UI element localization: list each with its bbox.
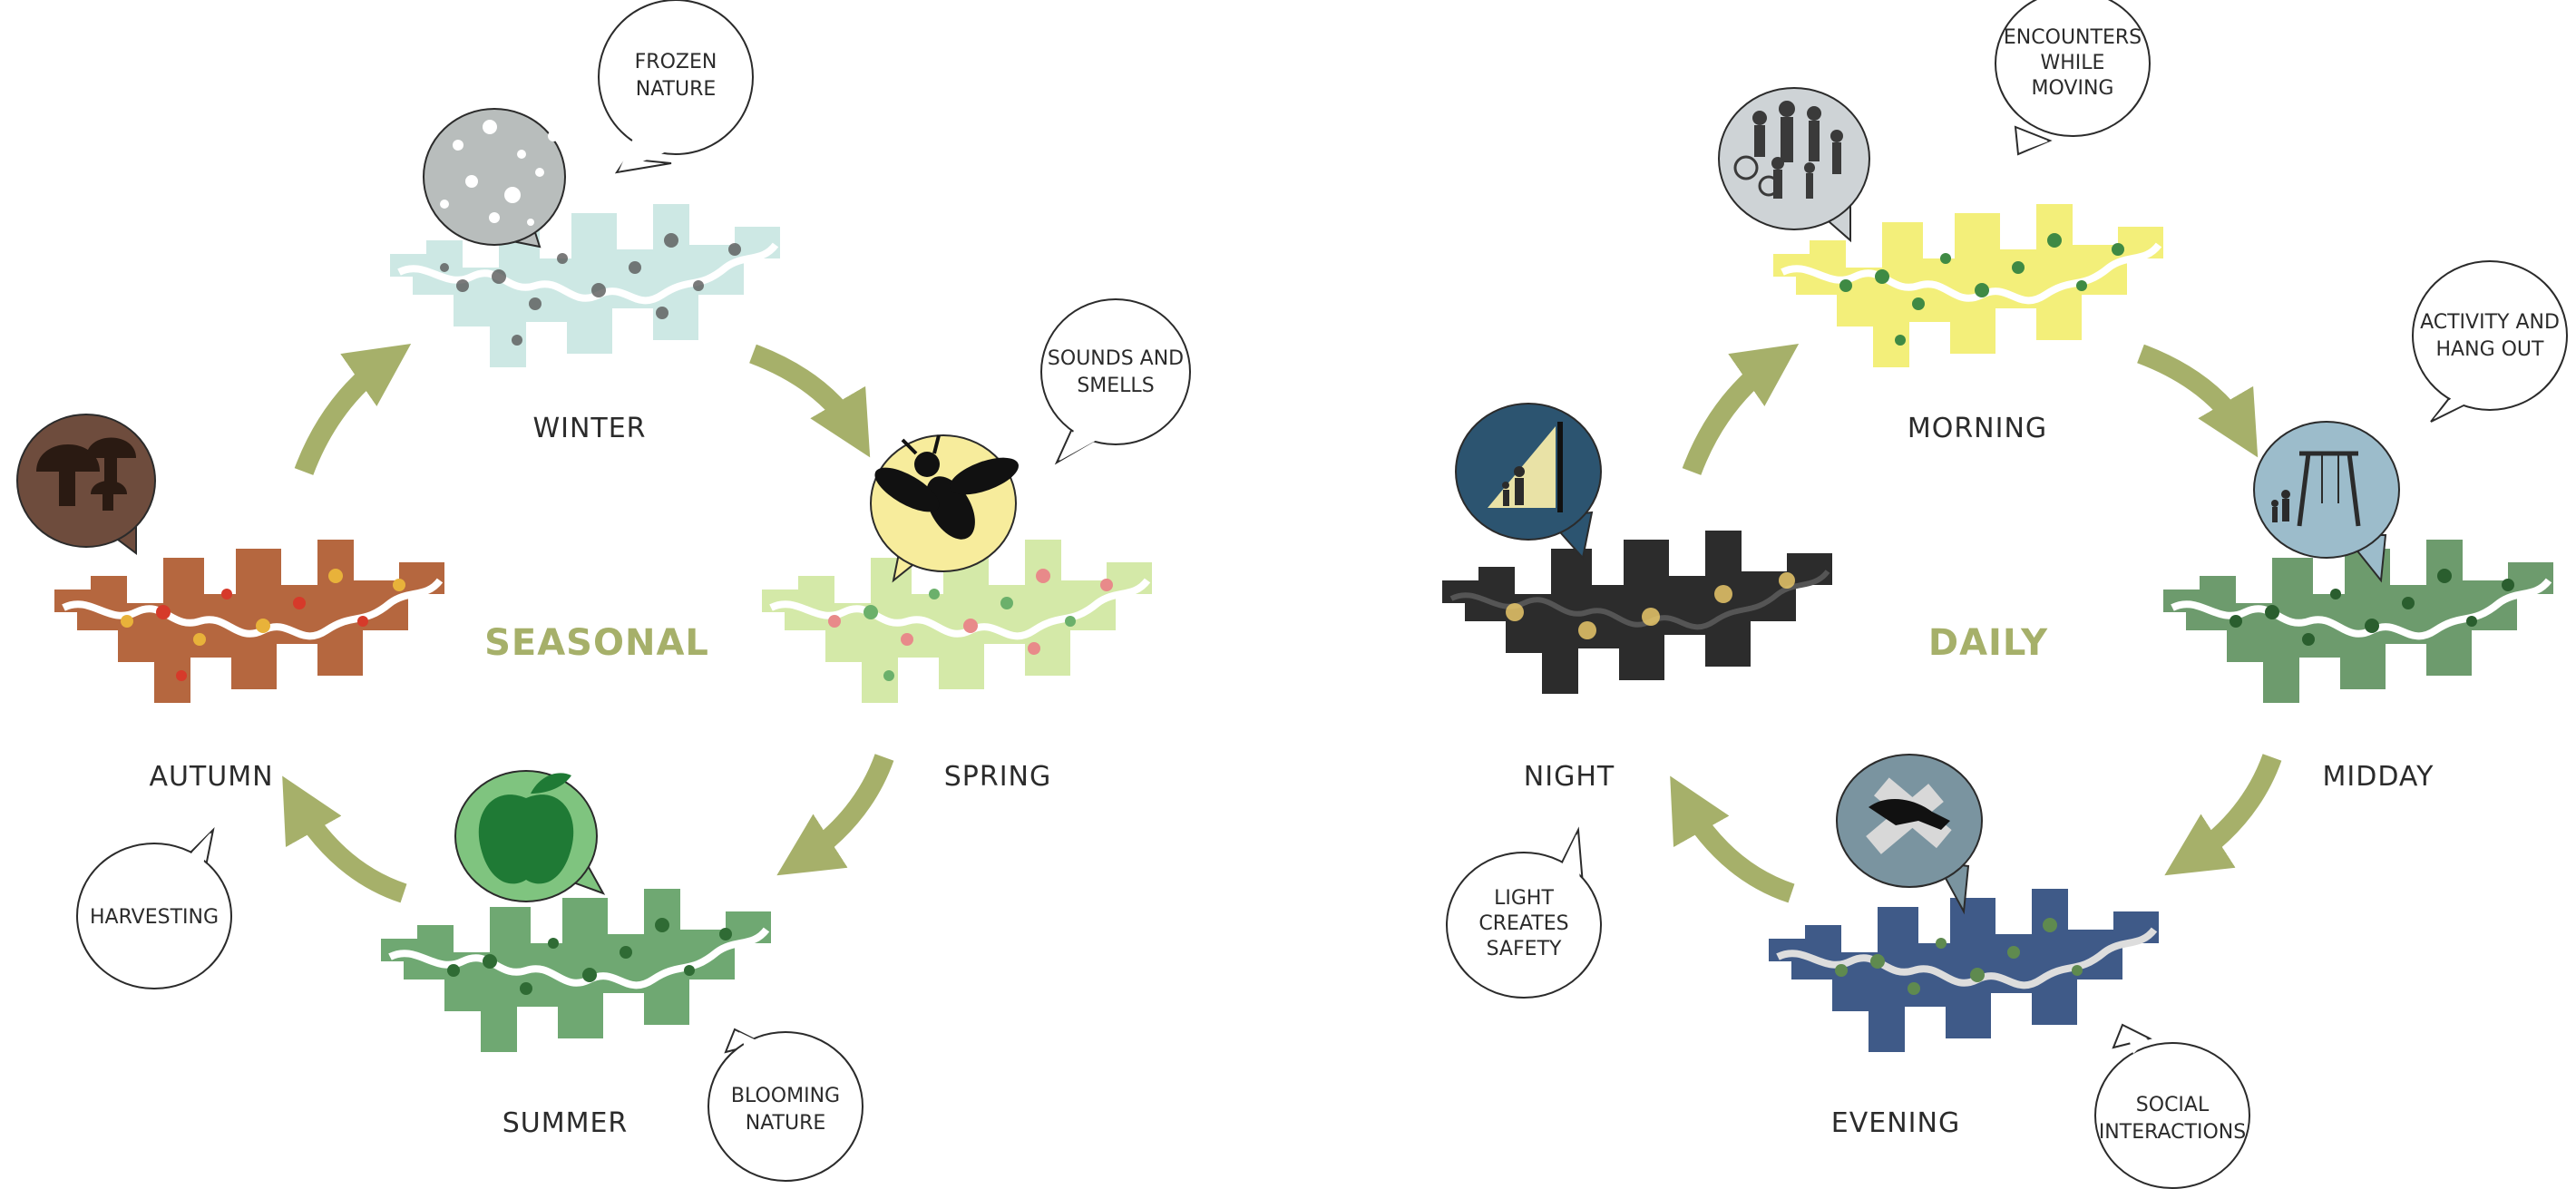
midday-icon-bubble — [2253, 421, 2400, 583]
evening-map — [1769, 889, 2159, 1052]
stage-label-night: NIGHT — [1524, 761, 1615, 793]
bubble-text-smells: SMELLS — [1077, 375, 1154, 397]
bubble-text-light: LIGHT — [1494, 887, 1554, 910]
bubble-text-activity: ACTIVITY AND — [2420, 311, 2560, 334]
morning-icon-bubble — [1718, 87, 1870, 243]
arrow-night-to-morning — [1682, 343, 1800, 475]
arrow-midday-to-evening — [2164, 754, 2282, 876]
evening-icon-bubble — [1836, 754, 1983, 915]
bubble-text-creates: CREATES — [1478, 912, 1568, 935]
summer-map — [381, 889, 771, 1052]
night-icon-bubble — [1455, 403, 1602, 560]
apple-icon — [478, 773, 574, 884]
daily-cycle: DAILY MORNING — [1442, 0, 2568, 1189]
bee-icon — [874, 434, 1019, 540]
summer-icon-bubble — [454, 770, 606, 902]
stage-label-autumn: AUTUMN — [149, 761, 273, 793]
bubble-text-nature: NATURE — [636, 78, 717, 101]
bubble-text-while: WHILE — [2041, 52, 2105, 74]
arrow-morning-to-midday — [2137, 344, 2259, 458]
speech-bubble-social-interactions: SOCIAL INTERACTIONS — [2094, 1023, 2250, 1189]
bubble-text-moving: MOVING — [2032, 77, 2114, 100]
arrow-winter-to-spring — [749, 344, 871, 458]
swing-icon — [2271, 451, 2361, 527]
stage-label-winter: WINTER — [532, 413, 646, 444]
arrow-evening-to-night — [1670, 775, 1795, 903]
stage-label-midday: MIDDAY — [2323, 761, 2435, 793]
speech-bubble-frozen-nature: FROZEN NATURE — [598, 0, 754, 174]
winter-icon-bubble — [423, 108, 566, 249]
speech-bubble-activity-and-hang-out: ACTIVITY AND HANG OUT — [2412, 260, 2568, 423]
night-map — [1442, 531, 1832, 694]
speech-bubble-harvesting: HARVESTING — [76, 826, 232, 989]
autumn-icon-bubble — [16, 414, 156, 555]
speech-bubble-sounds-and-smells: SOUNDS AND SMELLS — [1040, 298, 1191, 465]
bubble-text-interactions: INTERACTIONS — [2099, 1121, 2246, 1144]
snowflakes-icon — [440, 120, 559, 226]
bubble-text-social: SOCIAL — [2136, 1094, 2210, 1116]
speech-bubble-blooming-nature: BLOOMING NATURE — [707, 1028, 864, 1182]
midday-map — [2163, 540, 2553, 703]
handshake-icon — [1866, 777, 1952, 854]
bubble-text-harvesting: HARVESTING — [90, 906, 219, 929]
bubble-text-hang-out: HANG OUT — [2436, 338, 2545, 361]
bubble-text-sounds: SOUNDS AND — [1048, 347, 1184, 370]
stage-label-morning: MORNING — [1908, 413, 2047, 444]
bubble-text-safety: SAFETY — [1487, 938, 1562, 960]
bubble-text-blooming: BLOOMING — [731, 1085, 840, 1107]
spring-map — [762, 540, 1152, 703]
daily-title: DAILY — [1928, 622, 2048, 664]
speech-bubble-encounters-while-moving: ENCOUNTERS WHILE MOVING — [1995, 0, 2151, 156]
bubble-text-nature-2: NATURE — [746, 1112, 826, 1135]
spring-icon-bubble — [870, 434, 1019, 583]
stage-label-spring: SPRING — [944, 761, 1052, 793]
people-crowd-icon — [1733, 101, 1843, 199]
autumn-map — [54, 540, 444, 703]
mushrooms-icon — [36, 437, 136, 511]
arrow-autumn-to-winter — [294, 343, 412, 475]
arrow-summer-to-autumn — [282, 775, 407, 903]
morning-map — [1773, 204, 2163, 367]
bubble-text-frozen: FROZEN — [635, 51, 717, 73]
speech-bubble-light-creates-safety: LIGHT CREATES SAFETY — [1446, 826, 1602, 999]
stage-label-evening: EVENING — [1831, 1107, 1960, 1139]
arrow-spring-to-summer — [776, 754, 894, 876]
seasonal-title: SEASONAL — [484, 622, 709, 664]
stage-label-summer: SUMMER — [503, 1107, 629, 1139]
streetlight-icon — [1488, 422, 1563, 512]
winter-map — [390, 204, 780, 367]
seasonal-cycle: SEASONAL WINTER — [16, 0, 1191, 1182]
bubble-text-encounters: ENCOUNTERS — [2004, 26, 2142, 49]
